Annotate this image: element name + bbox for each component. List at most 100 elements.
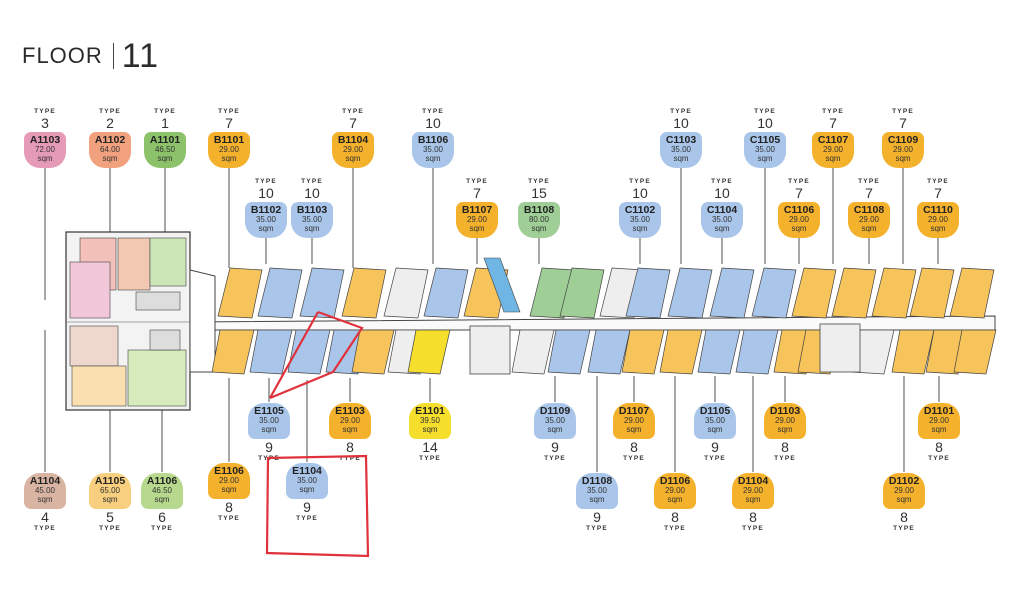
type-label: TYPE — [742, 525, 764, 532]
unit-badge: B1102 35.00 sqm — [245, 202, 287, 238]
type-label: TYPE — [704, 455, 726, 462]
unit-code: A1103 — [29, 134, 61, 146]
unit-sqm: sqm — [667, 494, 683, 504]
unit-area: 29.00 — [342, 145, 364, 154]
unit-code: D1102 — [888, 475, 920, 487]
type-number: 9 — [711, 439, 719, 455]
unit-code: B1103 — [296, 204, 328, 216]
unit-badge: B1108 80.00 sqm — [518, 202, 560, 238]
unit-sqm: sqm — [825, 153, 841, 163]
unit-badge: D1102 29.00 sqm — [883, 473, 925, 509]
type-number: 8 — [671, 509, 679, 525]
upper-apartment-cell — [871, 267, 917, 319]
type-label: TYPE — [34, 108, 56, 115]
unit-sqm: sqm — [422, 424, 438, 434]
unit-sqm: sqm — [37, 153, 53, 163]
unit-code: A1105 — [94, 475, 126, 487]
floor-title: FLOOR 11 — [22, 36, 159, 76]
unit-area: 29.00 — [774, 416, 796, 425]
unit-area: 39.50 — [419, 416, 441, 425]
type-number: 9 — [551, 439, 559, 455]
unit-badge: A1103 72.00 sqm — [24, 132, 66, 168]
unit-area: 35.00 — [422, 145, 444, 154]
unit-sqm: sqm — [777, 424, 793, 434]
lower-apartment-cell — [659, 329, 703, 375]
unit-badge: C1109 29.00 sqm — [882, 132, 924, 168]
type-label: TYPE — [629, 178, 651, 185]
type-label: TYPE — [339, 455, 361, 462]
unit-badge: C1105 35.00 sqm — [744, 132, 786, 168]
type-number: 9 — [593, 509, 601, 525]
unit-badge: A1102 64.00 sqm — [89, 132, 131, 168]
type-number: 8 — [900, 509, 908, 525]
upper-apartment-cell — [791, 267, 837, 319]
lower-apartment-cell — [735, 329, 779, 375]
type-number: 7 — [473, 185, 481, 201]
unit-badge: D1106 29.00 sqm — [654, 473, 696, 509]
unit-area: 29.00 — [892, 145, 914, 154]
unit-badge: D1105 35.00 sqm — [694, 403, 736, 439]
unit-sqm: sqm — [745, 494, 761, 504]
unit-sqm: sqm — [154, 494, 170, 504]
unit-sqm: sqm — [531, 223, 547, 233]
unit-sqm: sqm — [261, 424, 277, 434]
upper-apartment-cell — [383, 267, 429, 319]
type-number: 15 — [531, 185, 547, 201]
unit-sqm: sqm — [673, 153, 689, 163]
unit-area: 35.00 — [301, 215, 323, 224]
type-label: TYPE — [218, 515, 240, 522]
unit-code: E1106 — [214, 465, 244, 477]
lower-apartment-cell — [211, 329, 255, 375]
unit-badge: A1104 45.00 sqm — [24, 473, 66, 509]
type-label: TYPE — [892, 108, 914, 115]
upper-apartment-cell — [559, 267, 605, 319]
unit-code: B1104 — [337, 134, 369, 146]
type-label: TYPE — [544, 455, 566, 462]
unit-sqm: sqm — [547, 424, 563, 434]
lower-apartment-cell — [953, 329, 997, 375]
unit-code: D1106 — [659, 475, 691, 487]
unit-badge: A1105 65.00 sqm — [89, 473, 131, 509]
unit-code: B1101 — [213, 134, 245, 146]
unit-badge: E1105 35.00 sqm — [248, 403, 290, 439]
unit-code: A1101 — [149, 134, 181, 146]
type-label: TYPE — [99, 525, 121, 532]
type-label: TYPE — [711, 178, 733, 185]
